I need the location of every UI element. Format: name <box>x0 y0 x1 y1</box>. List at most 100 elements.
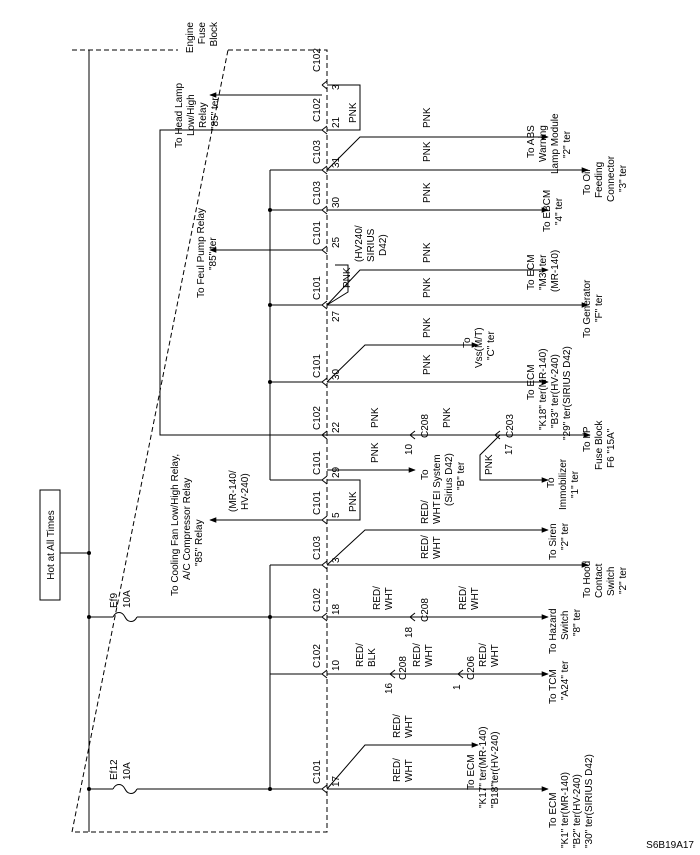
wire-color-redblk-2: BLK <box>367 648 378 667</box>
inline-c208-c: C208 <box>398 656 409 680</box>
wire-color-redwht-hood-2: WHT <box>432 536 443 559</box>
svg-text:"K18" ter(MR-140): "K18" ter(MR-140) <box>538 348 549 430</box>
svg-text:"F" ter: "F" ter <box>594 294 605 322</box>
svg-text:Warning: Warning <box>538 125 549 162</box>
svg-text:"B2" ter(HV-240): "B2" ter(HV-240) <box>572 774 583 848</box>
wire-color-redwht-tcm-4: WHT <box>490 644 501 667</box>
fuse-ef12-rating: 10A <box>122 762 133 780</box>
svg-text:(Sirius D42): (Sirius D42) <box>444 453 455 506</box>
svg-text:17: 17 <box>331 775 342 787</box>
svg-text:To EBCM: To EBCM <box>542 190 553 232</box>
wire-color-redwht-haz-1: RED/ <box>372 586 383 610</box>
wire-color-pnk-abs: PNK <box>422 107 433 128</box>
fuse-ef12-name: Ef12 <box>109 759 120 780</box>
svg-text:To: To <box>420 469 431 480</box>
svg-text:"8" ter: "8" ter <box>572 608 583 636</box>
svg-text:To TCM: To TCM <box>548 669 559 704</box>
wire-color-pnk-22b: PNK <box>442 407 453 428</box>
wire-color-pnk-29: PNK <box>370 442 381 463</box>
svg-text:Feeding: Feeding <box>594 162 605 198</box>
wire-color-redwht-haz-2: WHT <box>384 587 395 610</box>
hot-at-all-times-label: Hot at All Times <box>46 510 57 579</box>
svg-text:Vss(M/T): Vss(M/T) <box>474 327 485 368</box>
fuse-ef9-rating: 10A <box>122 590 133 608</box>
svg-text:To: To <box>462 337 473 348</box>
svg-text:To: To <box>546 477 557 488</box>
svg-text:C102: C102 <box>312 48 323 72</box>
svg-text:3: 3 <box>331 557 342 563</box>
svg-text:Immobilizer: Immobilizer <box>558 458 569 510</box>
right-destinations: To ABS Warning Lamp Module "2" ter To Oi… <box>420 113 629 848</box>
pin-chevrons <box>321 80 328 794</box>
svg-text:"30" ter(SIRIUS D42): "30" ter(SIRIUS D42) <box>584 754 595 848</box>
wire-color-pnk-vss: PNK <box>422 317 433 338</box>
svg-text:To Oil: To Oil <box>582 169 593 195</box>
dest-head-lamp-1: To Head Lamp <box>174 83 185 148</box>
svg-text:"4" ter: "4" ter <box>554 197 565 225</box>
svg-text:(MR-140): (MR-140) <box>550 250 561 292</box>
svg-text:To Generator: To Generator <box>582 279 593 338</box>
variant-mr140-1: (MR-140/ <box>228 470 239 512</box>
svg-text:30: 30 <box>331 368 342 380</box>
svg-text:C102: C102 <box>312 406 323 430</box>
svg-text:3: 3 <box>331 84 342 90</box>
svg-text:To Hazard: To Hazard <box>548 608 559 654</box>
svg-text:Fuse Block: Fuse Block <box>594 420 605 470</box>
wire-color-redwht-tcm-3: RED/ <box>478 643 489 667</box>
svg-text:"M3" ter: "M3" ter <box>538 254 549 290</box>
svg-text:To I/P: To I/P <box>582 426 593 452</box>
pin-labels: C102 3 C102 21 C103 31 C103 30 C101 25 C… <box>312 48 342 787</box>
svg-text:Contact: Contact <box>594 563 605 598</box>
wire-color-pnk-immo: PNK <box>484 454 495 475</box>
svg-text:25: 25 <box>331 236 342 248</box>
svg-text:31: 31 <box>331 156 342 168</box>
svg-text:C102: C102 <box>312 644 323 668</box>
svg-text:"2" ter: "2" ter <box>618 566 629 594</box>
dest-head-lamp-2: Low/High <box>186 94 197 136</box>
fuse-block-title-3: Block <box>209 21 220 46</box>
dest-head-lamp-4: "85" ter <box>210 97 221 130</box>
wire-color-redwht-k1-1: RED/ <box>392 758 403 782</box>
wire-color-redwht-k17-2: WHT <box>404 715 415 738</box>
wire-color-redwht-haz-3: RED/ <box>458 586 469 610</box>
wire-color-redwht-hood-1: RED/ <box>420 535 431 559</box>
svg-text:"B3" ter(HV-240): "B3" ter(HV-240) <box>550 354 561 428</box>
variant-hv240-2: SIRIUS <box>366 228 377 262</box>
inline-c203: C203 <box>505 414 516 438</box>
svg-text:C101: C101 <box>312 760 323 784</box>
fuse-block-title-2: Fuse <box>197 22 208 45</box>
wire-color-redwht-tcm-2: WHT <box>424 644 435 667</box>
svg-text:5: 5 <box>331 512 342 518</box>
dest-cooling-2: A/C Compressor Relay <box>182 478 193 580</box>
svg-text:"B18"ter(HV-240): "B18"ter(HV-240) <box>490 731 501 808</box>
dest-cooling-3: "85" Relay <box>194 519 205 566</box>
inline-c206: C206 <box>466 656 477 680</box>
svg-text:"K1" ter(MR-140): "K1" ter(MR-140) <box>560 772 571 848</box>
inline-c208-b: C208 <box>420 598 431 622</box>
wire-color-redwht-siren-1: RED/ <box>420 500 431 524</box>
svg-text:"A24" ter: "A24" ter <box>560 660 571 700</box>
svg-text:Lamp Module: Lamp Module <box>550 113 561 174</box>
svg-text:18: 18 <box>331 603 342 615</box>
wire-color-pnk-ebcm: PNK <box>422 182 433 203</box>
wire-color-pnk-gen: PNK <box>422 277 433 298</box>
inline-c208-a-pin: 10 <box>404 443 415 455</box>
dest-fuel-pump-1: To Feul Pump Relay <box>196 208 207 298</box>
wire-color-redblk-1: RED/ <box>355 643 366 667</box>
wire-color-pnk-loop: PNK <box>348 102 359 123</box>
svg-text:C101: C101 <box>312 491 323 515</box>
svg-text:To ABS: To ABS <box>526 125 537 158</box>
wire-color-redwht-haz-4: WHT <box>470 587 481 610</box>
wire-color-pnk-27: PNK <box>342 267 353 288</box>
svg-text:C101: C101 <box>312 451 323 475</box>
wire-color-pnk-k18: PNK <box>422 354 433 375</box>
svg-text:C102: C102 <box>312 588 323 612</box>
svg-text:EI System: EI System <box>432 454 443 500</box>
svg-text:30: 30 <box>331 196 342 208</box>
wire-color-pnk-5: PNK <box>348 491 359 512</box>
fuse-ef9-icon <box>112 612 138 622</box>
svg-text:29: 29 <box>331 466 342 478</box>
svg-text:Connector: Connector <box>606 155 617 202</box>
fuse-block-outline <box>71 49 328 833</box>
